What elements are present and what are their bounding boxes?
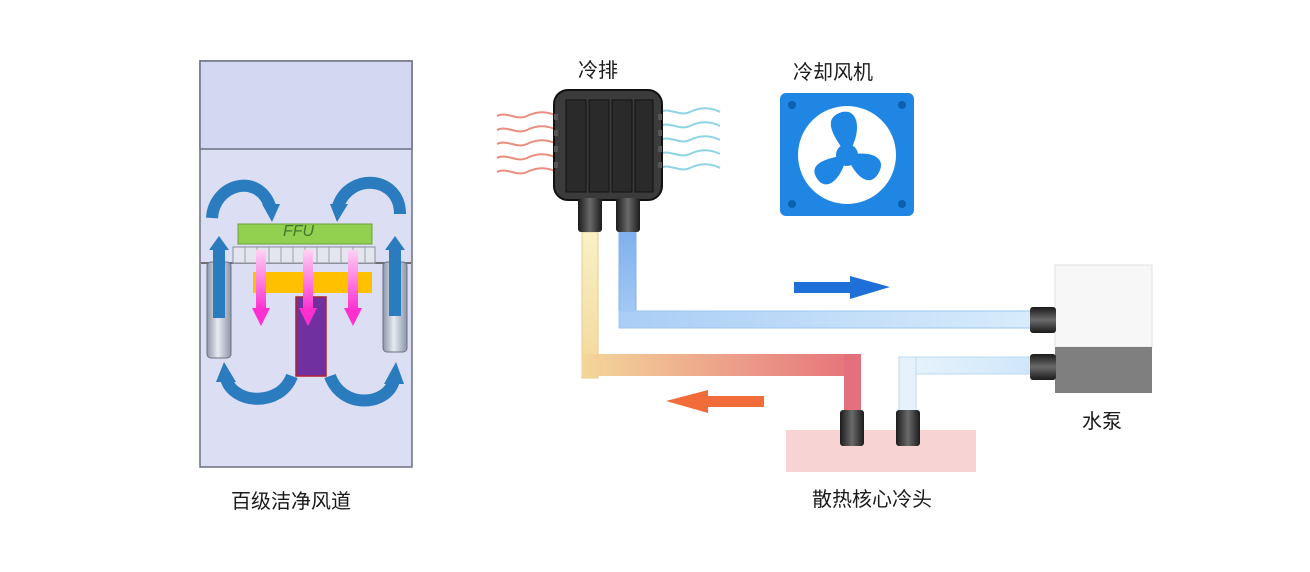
duct-label: 百级洁净风道 [231, 489, 351, 513]
fan-icon [780, 93, 914, 216]
circulation-arrow-top-right [332, 177, 406, 215]
ffu-icon [237, 223, 373, 245]
hot-pipe [581, 231, 861, 414]
flow-arrow-right [794, 276, 890, 299]
downflow-arrow-2 [299, 250, 317, 326]
cold-head-label: 散热核心冷头 [812, 487, 932, 511]
fan-label: 冷却风机 [793, 60, 873, 84]
upflow-arrow-right [385, 236, 405, 316]
ffu-label: FFU [283, 223, 315, 240]
cold-head-icon [786, 410, 976, 472]
upflow-arrow-left [209, 236, 229, 318]
pump-label: 水泵 [1082, 409, 1122, 433]
cold-pipe-supply [898, 356, 1035, 416]
downflow-arrow-3 [344, 250, 362, 326]
circulation-arrow-bottom-right [324, 373, 400, 407]
circulation-arrow-bottom-left [220, 373, 298, 405]
pump-icon [1030, 264, 1153, 393]
radiator-icon [496, 89, 721, 232]
circulation-arrow-top-left [206, 179, 276, 219]
heat-wave-lines [496, 111, 558, 175]
clean-air-duct [199, 60, 413, 468]
cold-pipe-return [618, 231, 1035, 329]
downflow-arrow-1 [252, 250, 270, 326]
cool-wave-lines [659, 107, 721, 171]
radiator-label: 冷排 [578, 58, 618, 82]
flow-arrow-left [666, 390, 764, 413]
